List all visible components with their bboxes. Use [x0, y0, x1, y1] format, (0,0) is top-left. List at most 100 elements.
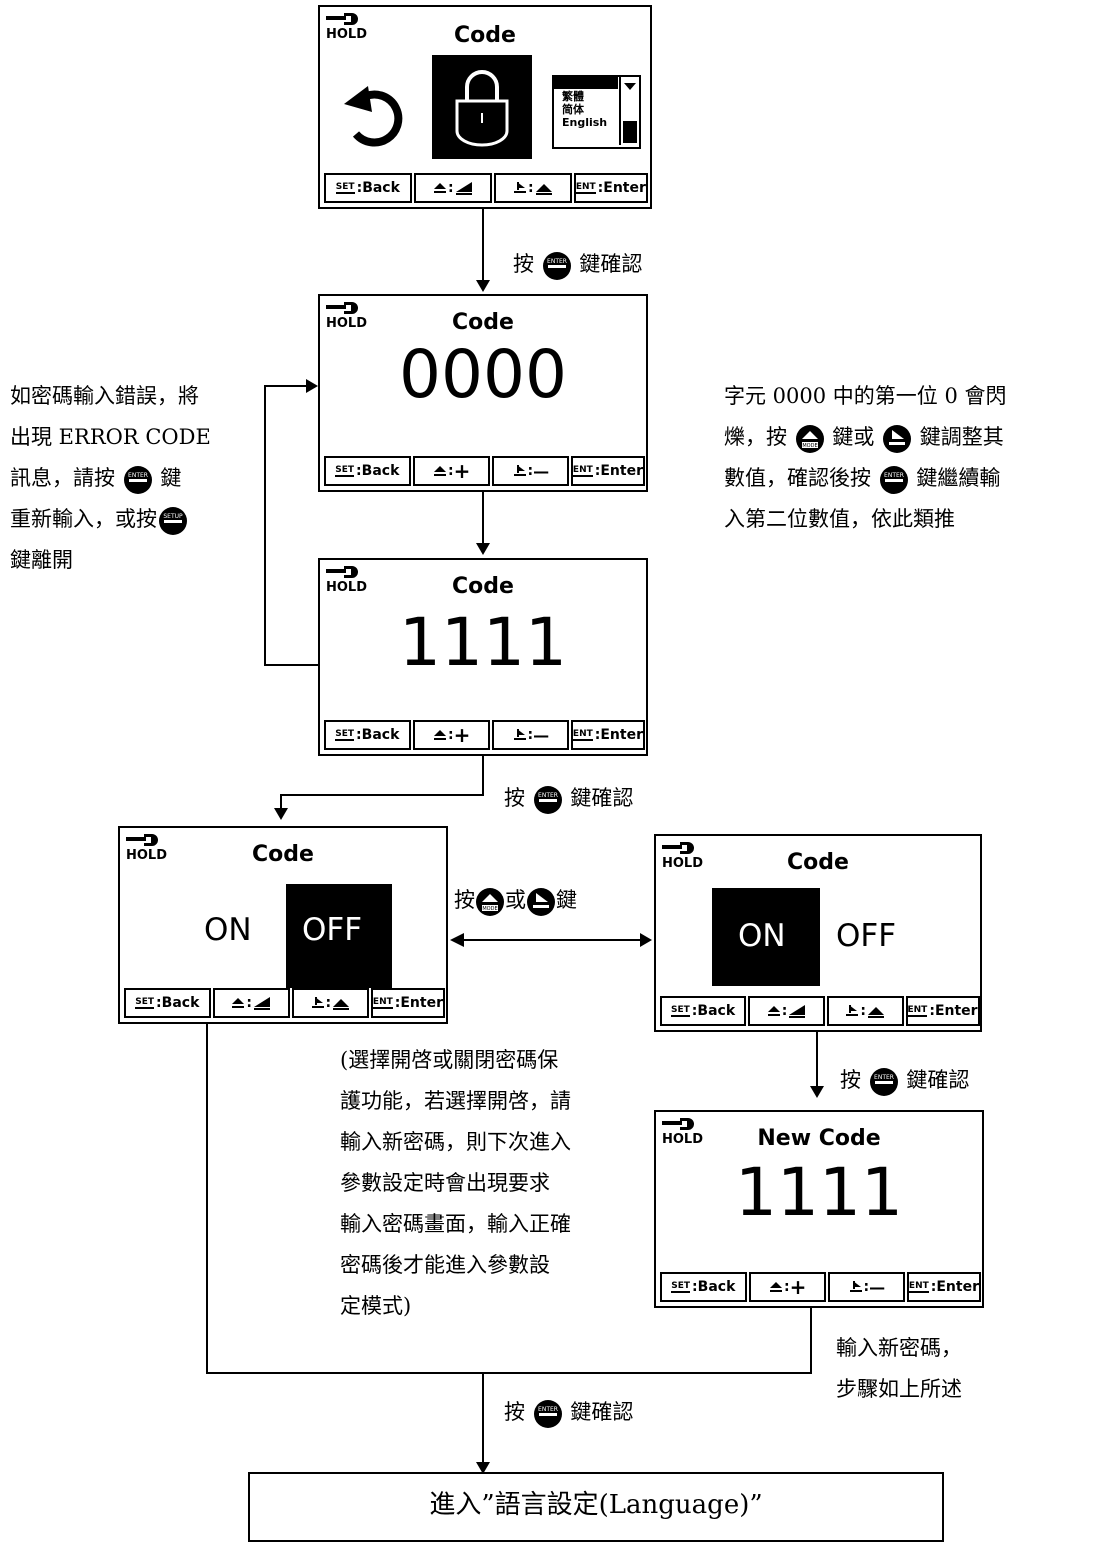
- screen-title: Code: [452, 574, 514, 599]
- ramp-right-icon: [535, 184, 552, 195]
- ramp-right-icon: [333, 999, 350, 1010]
- on-label: ON: [738, 918, 786, 954]
- arrow-head: [476, 543, 490, 555]
- key-bar: SET:Back :+ :— ENT:Enter: [324, 720, 645, 750]
- svg-text:MODE: MODE: [482, 906, 497, 912]
- play-icon: [849, 1281, 862, 1292]
- note-wrong-code: 如密碼輸入錯誤，將 出現 ERROR CODE 訊息，請按 ENTER 鍵 重新…: [10, 384, 211, 572]
- minus-key[interactable]: :—: [491, 456, 569, 486]
- key-bar: SET:Back :+ :— ENT:Enter: [660, 1272, 981, 1302]
- up-key[interactable]: :: [212, 988, 290, 1018]
- lang-option-simplified[interactable]: 简体: [562, 103, 584, 116]
- screen-code-entry-0000: HOLD Code 0000 SET:Back :+ :— ENT:Enter: [318, 294, 648, 492]
- enter-button-icon: ENTER: [879, 465, 908, 494]
- screen-title: Code: [452, 310, 514, 335]
- on-option-selected[interactable]: ON: [712, 888, 820, 986]
- screen-title: Code: [252, 842, 314, 867]
- setup-button-icon: SETUP: [159, 506, 187, 535]
- eject-icon: [434, 730, 447, 740]
- lang-option-english[interactable]: English: [562, 116, 608, 129]
- minus-key[interactable]: :—: [827, 1272, 905, 1302]
- enter-key[interactable]: ENT:Enter: [370, 988, 445, 1018]
- back-key[interactable]: SET:Back: [660, 1272, 747, 1302]
- lang-option-traditional[interactable]: 繁體: [562, 90, 584, 103]
- note-new-code: 輸入新密碼， 步驟如上所述: [836, 1336, 962, 1401]
- up-key[interactable]: :: [413, 173, 492, 203]
- label-press-enter-2: 按 ENTER 鍵確認: [504, 778, 633, 819]
- note-digit-adjust: 字元 0000 中的第一位 0 會閃 爍，按 MODE 鍵或 鍵調整其 數值，確…: [724, 384, 1007, 531]
- back-key[interactable]: SET:Back: [324, 456, 411, 486]
- lock-icon: [455, 70, 509, 147]
- right-key[interactable]: :: [291, 988, 369, 1018]
- hold-label: HOLD: [326, 27, 368, 42]
- svg-text:ENTER: ENTER: [884, 472, 904, 479]
- list-scrollbar[interactable]: [619, 77, 639, 145]
- plus-key[interactable]: :+: [412, 720, 490, 750]
- right-button-icon: [883, 424, 912, 453]
- key-bar: SET:Back : : ENT:Enter: [124, 988, 445, 1018]
- play-icon: [311, 997, 324, 1008]
- label-press-enter-4: 按 ENTER 鍵確認: [504, 1392, 633, 1433]
- svg-text:ENTER: ENTER: [538, 792, 558, 799]
- hold-indicator: HOLD: [326, 11, 367, 41]
- screen-title: Code: [454, 23, 516, 48]
- back-key[interactable]: SET:Back: [324, 720, 411, 750]
- back-key[interactable]: SET:Back: [324, 173, 412, 203]
- enter-button-icon: ENTER: [869, 1067, 898, 1096]
- enter-button-icon: ENTER: [533, 785, 562, 814]
- back-key[interactable]: SET:Back: [660, 996, 747, 1026]
- eject-icon: [433, 183, 446, 193]
- arrow-head: [306, 379, 318, 393]
- on-option[interactable]: ON: [204, 912, 252, 948]
- off-option-selected[interactable]: OFF: [286, 884, 392, 988]
- enter-key[interactable]: ENT:Enter: [570, 720, 645, 750]
- mode-button-icon: MODE: [476, 887, 504, 916]
- screen-code-entry-1111: HOLD Code 1111 SET:Back :+ :— ENT:Enter: [318, 558, 648, 756]
- enter-key[interactable]: ENT:Enter: [573, 173, 648, 203]
- enter-button-icon: ENTER: [533, 1399, 562, 1428]
- right-key[interactable]: :: [493, 173, 572, 203]
- back-rotate-icon: [344, 86, 403, 147]
- screen-code-on-selected: HOLD Code ON OFF SET:Back : : ENT:Enter: [654, 834, 982, 1032]
- label-press-enter-1: 按 ENTER 鍵確認: [513, 244, 642, 285]
- right-key[interactable]: :: [826, 996, 904, 1026]
- language-listbox[interactable]: 繁體 简体 English: [552, 75, 641, 149]
- hold-indicator: HOLD: [326, 564, 367, 594]
- key-bar: SET:Back : : ENT:Enter: [660, 996, 980, 1026]
- svg-text:ENTER: ENTER: [874, 1074, 894, 1081]
- final-step-box: 進入”語言設定(Language)”: [248, 1472, 944, 1542]
- plus-key[interactable]: :+: [412, 456, 490, 486]
- note-password-protection: (選擇開啓或關閉密碼保 護功能，若選擇開啓，請 輸入新密碼，則下次進入 參數設定…: [340, 1048, 571, 1318]
- ramp-up-icon: [455, 182, 472, 195]
- arrow-head: [810, 1086, 824, 1098]
- svg-text:ENTER: ENTER: [547, 258, 567, 265]
- enter-key[interactable]: ENT:Enter: [905, 996, 980, 1026]
- hold-indicator: HOLD: [662, 840, 703, 870]
- enter-key[interactable]: ENT:Enter: [906, 1272, 981, 1302]
- enter-button-icon: ENTER: [123, 465, 152, 494]
- back-key[interactable]: SET:Back: [124, 988, 211, 1018]
- up-key[interactable]: :: [748, 996, 825, 1026]
- enter-key[interactable]: ENT:Enter: [570, 456, 645, 486]
- arrow-head-left: [450, 933, 464, 947]
- minus-key[interactable]: :—: [491, 720, 569, 750]
- screen-code-lock: HOLD Code 繁體 简体 English SET:Back : : ENT…: [318, 5, 652, 209]
- final-step-label: 進入”語言設定(Language)”: [429, 1490, 763, 1520]
- key-bar: SET:Back :+ :— ENT:Enter: [324, 456, 645, 486]
- plus-key[interactable]: :+: [748, 1272, 826, 1302]
- key-bar: SET:Back : : ENT:Enter: [324, 173, 648, 203]
- svg-text:ENTER: ENTER: [128, 472, 148, 479]
- label-press-enter-3: 按 ENTER 鍵確認: [840, 1060, 969, 1101]
- hold-indicator: HOLD: [126, 832, 167, 862]
- mode-button-icon: MODE: [795, 424, 824, 453]
- hold-indicator: HOLD: [662, 1116, 703, 1146]
- hold-indicator: HOLD: [326, 300, 367, 330]
- off-label: OFF: [302, 912, 363, 948]
- play-icon: [846, 1005, 859, 1016]
- ramp-up-icon: [789, 1005, 806, 1018]
- lock-panel: [432, 55, 532, 159]
- off-option[interactable]: OFF: [836, 918, 897, 954]
- play-icon: [513, 182, 526, 193]
- arrow-head-right: [640, 933, 652, 947]
